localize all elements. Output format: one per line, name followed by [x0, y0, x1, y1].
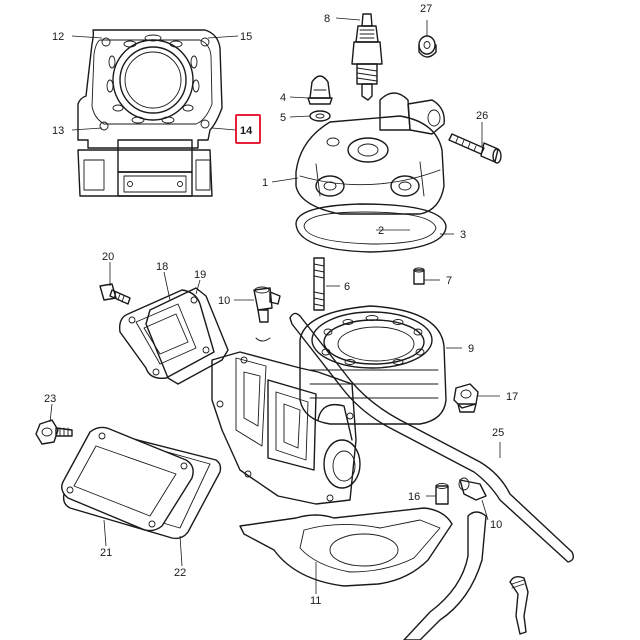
callout-12[interactable]: 12 [52, 31, 64, 43]
highlight-box-14 [235, 114, 261, 144]
callout-11[interactable]: 11 [310, 595, 321, 607]
washer-27 [418, 35, 437, 58]
callout-10-lower[interactable]: 10 [490, 519, 502, 531]
bolt-26 [448, 133, 502, 164]
callout-5[interactable]: 5 [280, 112, 286, 124]
dowel-pin-16 [435, 483, 449, 505]
fitting-10-upper [253, 286, 281, 342]
callout-22[interactable]: 22 [174, 567, 186, 579]
callout-10-upper[interactable]: 10 [218, 295, 230, 307]
fitting-10-lower [458, 477, 487, 501]
bolt-23 [35, 419, 73, 445]
dowel-pin-7 [413, 267, 425, 285]
cylinder-head [295, 92, 445, 215]
callout-18[interactable]: 18 [156, 261, 168, 273]
callout-3[interactable]: 3 [460, 229, 466, 241]
reed-valve-gasket-18 [118, 289, 215, 379]
callout-25[interactable]: 25 [492, 427, 504, 439]
callout-16[interactable]: 16 [408, 491, 420, 503]
callout-15[interactable]: 15 [240, 31, 252, 43]
cylinder-base-ports [211, 351, 361, 505]
callout-1[interactable]: 1 [262, 177, 268, 189]
callout-14[interactable]: 14 [240, 125, 253, 137]
callout-27[interactable]: 27 [420, 3, 432, 15]
callout-19[interactable]: 19 [194, 269, 206, 281]
callout-6[interactable]: 6 [344, 281, 350, 293]
hose-clamp [509, 575, 529, 635]
hose-25 [289, 312, 575, 563]
part-numbers: 12 15 13 14 8 27 4 5 26 1 2 3 6 7 9 10 2… [44, 3, 518, 607]
callout-23[interactable]: 23 [44, 393, 56, 405]
callout-21[interactable]: 21 [100, 547, 112, 559]
reed-gasket-19 [145, 287, 229, 385]
callout-7[interactable]: 7 [446, 275, 452, 287]
bolt-20 [99, 283, 131, 305]
cylinder [299, 305, 447, 425]
callout-20[interactable]: 20 [102, 251, 114, 263]
nut-4 [307, 75, 333, 105]
callout-13[interactable]: 13 [52, 125, 64, 137]
callout-2[interactable]: 2 [378, 225, 384, 237]
callout-9[interactable]: 9 [468, 343, 474, 355]
callout-8[interactable]: 8 [324, 13, 330, 25]
callout-26[interactable]: 26 [476, 110, 488, 122]
leader-lines [49, 17, 501, 594]
exhaust-cover-21 [61, 426, 194, 532]
base-gasket-11 [239, 507, 453, 587]
head-gasket-rings [295, 203, 447, 253]
stud-6 [313, 257, 325, 311]
callout-17[interactable]: 17 [506, 391, 518, 403]
spark-plug [351, 13, 383, 101]
inset-cylinder-view [77, 29, 223, 197]
hose-lower-right [403, 511, 487, 640]
nut-17 [453, 383, 479, 413]
callout-4[interactable]: 4 [280, 92, 286, 104]
washer-5 [309, 110, 331, 122]
